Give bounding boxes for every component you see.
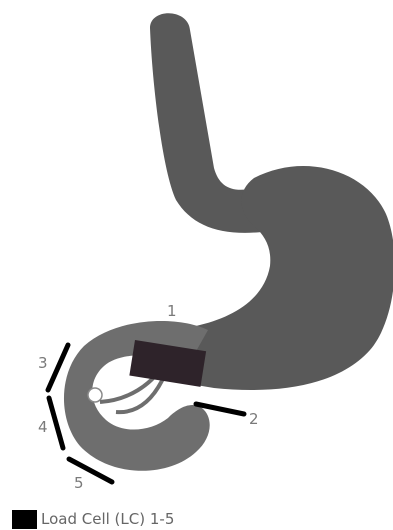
legend: Load Cell (LC) 1-5 (12, 509, 174, 529)
load-cell-1-label: 1 (167, 302, 177, 320)
load-cell-2-label: 2 (249, 410, 259, 428)
load-cell-5-label: 5 (74, 474, 84, 492)
load-cell-3-label: 3 (38, 354, 48, 372)
lumen-circle (88, 388, 102, 402)
legend-swatch (12, 510, 37, 529)
load-cell-3 (48, 345, 68, 390)
load-cell-4 (49, 398, 63, 448)
legend-label: Load Cell (LC) 1-5 (41, 510, 174, 528)
load-cell-4-label: 4 (38, 418, 48, 436)
